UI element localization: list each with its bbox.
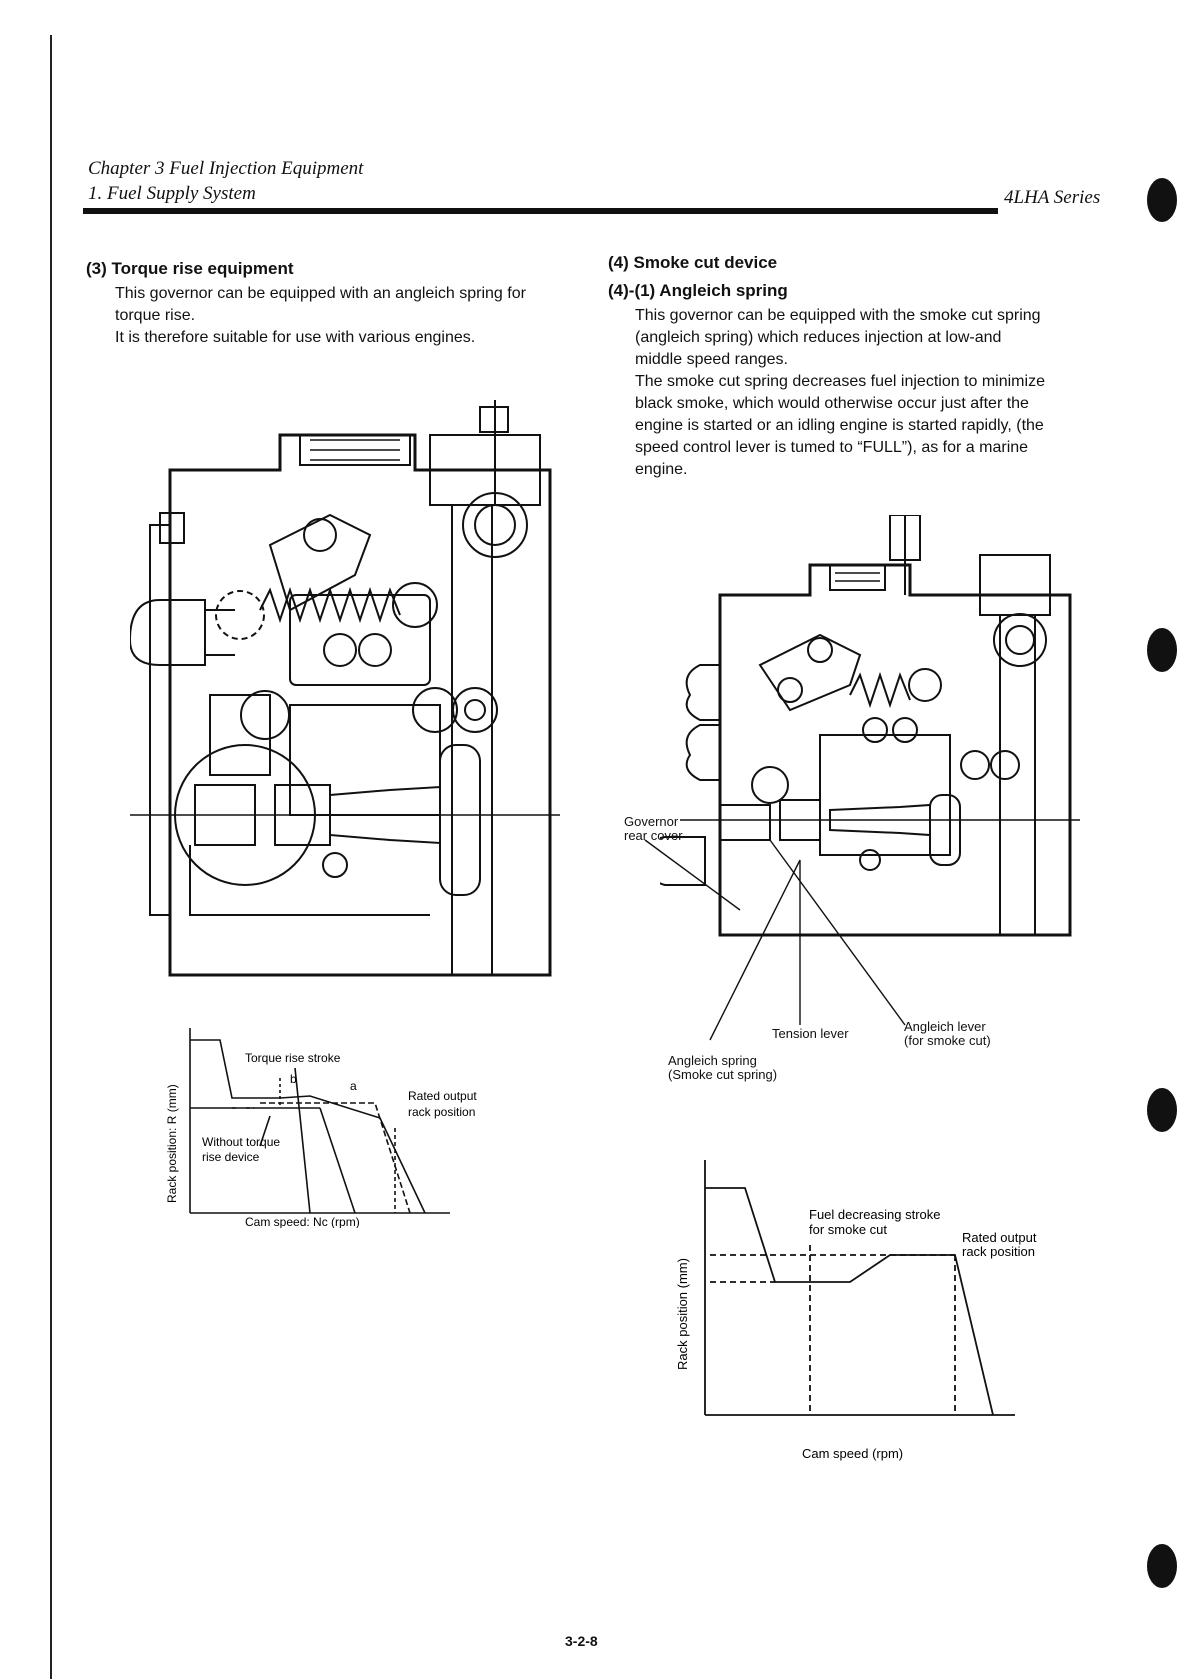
body-line: (angleich spring) which reduces injectio…: [635, 329, 1002, 346]
rack-position-label: rack position: [408, 1105, 475, 1119]
callout-text: (for smoke cut): [904, 1033, 991, 1048]
page-number: 3-2-8: [565, 1633, 598, 1649]
body-line: black smoke, which would otherwise occur…: [635, 395, 1029, 412]
body-line: This governor can be equipped with an an…: [115, 285, 526, 302]
body-line: engine.: [635, 461, 688, 478]
x-axis-label: Cam speed (rpm): [802, 1446, 903, 1461]
without-torque-label: Without torque: [202, 1135, 280, 1149]
torque-rise-body: This governor can be equipped with an an…: [115, 283, 526, 349]
body-line: This governor can be equipped with the s…: [635, 307, 1041, 324]
smoke-cut-chart: Fuel decreasing stroke for smoke cut Rat…: [675, 1160, 1037, 1461]
header-rule: [83, 208, 998, 214]
body-line: The smoke cut spring decreases fuel inje…: [635, 373, 1045, 390]
body-line: torque rise.: [115, 307, 196, 324]
callout-text: (Smoke cut spring): [668, 1067, 778, 1082]
governor-rear-cover-callout: Governor rear cover: [624, 815, 683, 843]
callout-text: Governor: [624, 814, 679, 829]
rack-position-label: rack position: [962, 1244, 1035, 1259]
x-axis-label: Cam speed: Nc (rpm): [245, 1215, 360, 1228]
rated-output-label: Rated output: [962, 1230, 1037, 1245]
body-line: speed control lever is tumed to “FULL”),…: [635, 439, 1029, 456]
smoke-cut-label: for smoke cut: [809, 1222, 887, 1237]
rise-device-label: rise device: [202, 1150, 260, 1164]
rated-rack-line: [260, 1102, 411, 1214]
angleich-spring-heading: (4)-(1) Angleich spring: [608, 281, 788, 300]
y-axis-label: Rack position: R (mm): [165, 1084, 179, 1203]
punch-hole: [1147, 1088, 1177, 1132]
torque-rise-chart: Torque rise stroke b a Rated output rack…: [165, 1028, 477, 1228]
binder-edge-line: [50, 35, 52, 1679]
rated-output-label: Rated output: [408, 1089, 477, 1103]
governor-drawing-smoke-cut: [660, 515, 1080, 937]
body-line: middle speed ranges.: [635, 351, 788, 368]
angleich-spring-callout: Angleich spring (Smoke cut spring): [668, 1054, 777, 1082]
callout-text: Angleich spring: [668, 1053, 757, 1068]
without-torque-drop: [319, 1107, 356, 1214]
smoke-cut-body: This governor can be equipped with the s…: [635, 305, 1045, 481]
torque-rise-stroke-label: Torque rise stroke: [245, 1051, 341, 1065]
mark-b: b: [290, 1072, 297, 1086]
body-line: engine is started or an idling engine is…: [635, 417, 1044, 434]
callout-text: rear cover: [624, 828, 683, 843]
punch-hole: [1147, 1544, 1177, 1588]
y-axis-label: Rack position (mm): [675, 1258, 690, 1370]
callout-text: Angleich lever: [904, 1019, 986, 1034]
angleich-lever-callout: Angleich lever (for smoke cut): [904, 1020, 991, 1048]
callout-leaders: [644, 839, 906, 1041]
series-label: 4LHA Series: [1004, 187, 1101, 208]
torque-rise-heading: (3) Torque rise equipment: [86, 259, 294, 278]
chapter-title: Chapter 3 Fuel Injection Equipment: [88, 158, 364, 179]
punch-hole: [1147, 178, 1177, 222]
section-title: 1. Fuel Supply System: [88, 183, 256, 204]
governor-drawing-torque-rise: [130, 400, 560, 977]
punch-hole: [1147, 628, 1177, 672]
mark-a: a: [350, 1079, 357, 1093]
fuel-decreasing-label: Fuel decreasing stroke: [809, 1207, 941, 1222]
smoke-cut-heading: (4) Smoke cut device: [608, 253, 778, 272]
tension-lever-callout: Tension lever: [772, 1026, 849, 1041]
body-line: It is therefore suitable for use with va…: [115, 329, 476, 346]
